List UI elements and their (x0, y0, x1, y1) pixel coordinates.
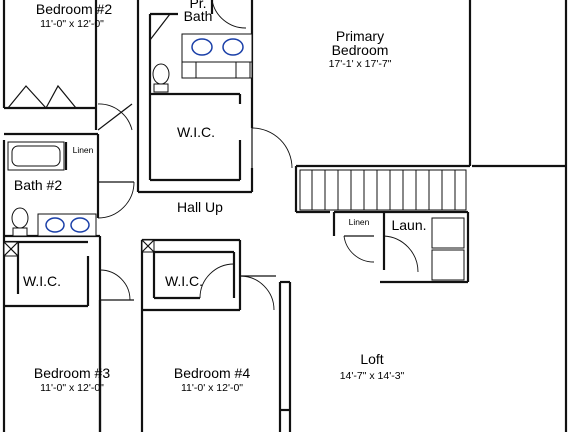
laundry-name: Laun. (391, 217, 426, 233)
bath2-name: Bath #2 (14, 177, 62, 193)
staircase (299, 169, 467, 211)
loft-name: Loft (360, 351, 383, 367)
linen-hall-name: Linen (349, 217, 370, 227)
hall-name: Hall Up (177, 199, 223, 215)
primary-bath-vanity (181, 33, 253, 79)
primary-bedroom-name-line1: Primary (336, 28, 384, 44)
bathtub (7, 141, 65, 171)
bath2-vanity (37, 213, 97, 237)
bedroom3-name: Bedroom #3 (34, 365, 110, 381)
loft-dim: 14'-7" x 14'-3" (340, 370, 405, 382)
bedroom3-dim: 11'-0" x 12'-0" (40, 382, 104, 394)
wic-bed3-name: W.I.C. (23, 273, 61, 289)
pr-bath-name-line2: Bath (184, 8, 213, 24)
primary-toilet (152, 63, 170, 93)
room-labels: Bedroom #2 11'-0" x 12'-0" Pr. Bath Prim… (14, 0, 427, 394)
pr-bath-name-line1: Pr. (189, 0, 206, 11)
bath2-toilet (11, 207, 29, 237)
primary-bedroom-dim: 17'-1' x 17'-7" (329, 58, 392, 70)
bedroom2-name: Bedroom #2 (36, 1, 112, 17)
wic-bed4-name: W.I.C. (165, 273, 203, 289)
doors (7, 0, 419, 311)
wic-shelving-markers (3, 239, 155, 257)
bedroom4-name: Bedroom #4 (174, 365, 250, 381)
bedroom2-dim: 11'-0" x 12'-0" (40, 18, 104, 30)
primary-bedroom-name-line2: Bedroom (332, 42, 389, 58)
bedroom4-dim: 11'-0' x 12'-0" (181, 382, 243, 394)
wic-primary-name: W.I.C. (177, 124, 215, 140)
laundry-appliances (431, 217, 465, 281)
linen-bath2-name: Linen (73, 145, 94, 155)
